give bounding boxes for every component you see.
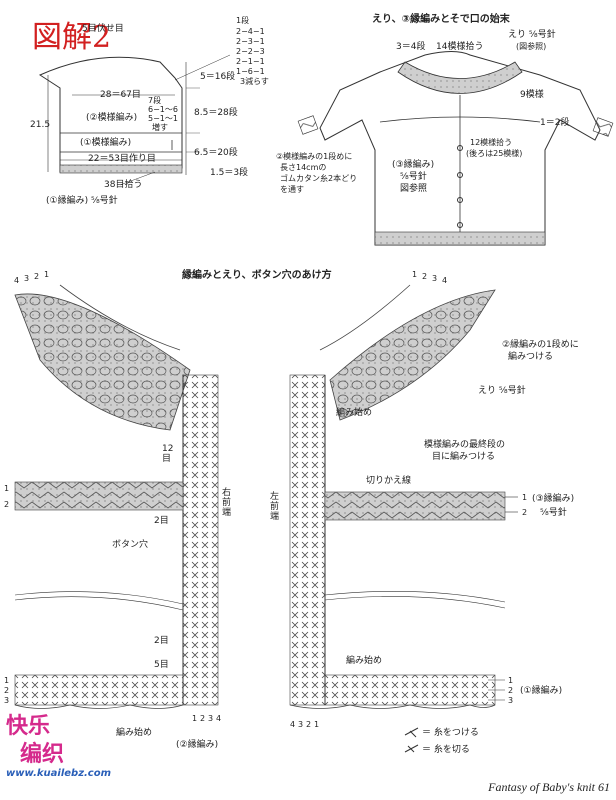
elastic-4: を通す [280, 185, 304, 194]
r-bnum-1: 1 [314, 720, 320, 729]
l-bnum-2: 2 [200, 714, 206, 723]
width-bottom: 22＝53目作り目 [88, 154, 156, 164]
pickup-label: 38目拾う [104, 180, 143, 190]
legend-join: ＝ 糸をつける [422, 728, 479, 738]
two-rows-b: 2目 [154, 636, 169, 646]
cut-line: 切りかえ線 [366, 476, 412, 486]
page-footer: Fantasy of Baby's knit 61 [488, 780, 610, 794]
dim-3: 6.5＝20段 [194, 148, 238, 158]
five-rows: 5目 [154, 660, 169, 670]
right-start: 編み始め [336, 408, 373, 418]
dim-1: 5＝16段 [200, 72, 236, 82]
pickup-12-sub: (後ろは25模様) [466, 149, 523, 158]
l-row-1: 1 [4, 484, 10, 493]
l-num-1: 1 [44, 270, 50, 279]
elastic-2: 長さ14cmの [280, 163, 327, 172]
l-num-3: 3 [24, 274, 30, 283]
pickup-top: 3＝4段 [396, 42, 426, 52]
l-bnum-4: 4 [216, 714, 222, 723]
left-front-label: 左前端 [270, 492, 280, 522]
border3-label: (③縁編み) [392, 160, 435, 170]
l-row-b3: 3 [4, 696, 10, 705]
r-row-b1: 1 [508, 676, 514, 685]
l-row-b2: 2 [4, 686, 10, 695]
legend-cut: ＝ 糸を切る [422, 745, 470, 755]
collar-label: えり ⅝号針 [478, 386, 526, 396]
left-start: 編み始め [116, 728, 153, 738]
page-title: 図解2 [32, 20, 112, 55]
r-num-2: 2 [422, 272, 428, 281]
yoke-inc-3: 5−1〜1 [148, 114, 178, 123]
sleeve-schematic [38, 54, 231, 186]
elastic-3: ゴムカタン糸2本どり [280, 174, 358, 183]
dec-5: 2−1−1 [236, 57, 265, 66]
height-total: 21.5 [30, 120, 51, 130]
top-right-title: えり、③縁編みとそで口の始末 [372, 14, 510, 25]
yoke-inc-1: 7段 [148, 96, 162, 105]
bottom-title: 縁編みとえり、ボタン穴のあけ方 [182, 270, 332, 281]
band-label: 1＝2段 [540, 118, 570, 128]
left-front-chart [289, 284, 518, 709]
r-bnum-2: 2 [306, 720, 312, 729]
yoke-pattern: (②模様編み) [86, 113, 138, 123]
r-num-3: 3 [432, 274, 438, 283]
r-row-b3: 3 [508, 696, 514, 705]
watermark-url: www.kuailebz.com [6, 768, 112, 779]
dec-4: 2−2−3 [236, 47, 265, 56]
r-bnum-3: 3 [298, 720, 304, 729]
collar-attach: ②縁編みの1段めに [502, 340, 579, 350]
pickup-12: 12模様拾う [470, 138, 513, 147]
l-bnum-1: 1 [192, 714, 198, 723]
buttonhole-label: ボタン穴 [112, 540, 149, 550]
elastic-1: ②模様編みの1段めに [276, 152, 353, 161]
border1-label: (①縁編み) [520, 686, 563, 696]
two-rows: 2目 [154, 516, 169, 526]
pattern-9: 9模様 [520, 90, 544, 100]
watermark-line2: 编织 [20, 742, 65, 767]
pickup-top2: 14模様拾う [436, 42, 484, 52]
right-front-chart [14, 284, 219, 709]
dim-2: 8.5＝28段 [194, 108, 238, 118]
border3-b: (③縁編み) [532, 494, 575, 504]
last-row-note: 模様編みの最終段の [424, 440, 506, 450]
l-bnum-3: 3 [208, 714, 214, 723]
edge-label: (①縁編み) ⅝号針 [46, 196, 118, 206]
dec-1: 1段 [236, 16, 250, 25]
r-num-1: 1 [412, 270, 418, 279]
l-row-2: 2 [4, 500, 10, 509]
l-num-4: 4 [14, 276, 20, 285]
r-row-b2: 2 [508, 686, 514, 695]
collar-sub: (図参照) [516, 42, 547, 51]
dec-2: 2−4−1 [236, 27, 265, 36]
l-row-b1: 1 [4, 676, 10, 685]
collar-note: えり ⅝号針 [508, 30, 556, 40]
legend-icons [404, 727, 419, 753]
rows-12: 12目 [162, 444, 174, 464]
start-b: 編み始め [346, 656, 383, 666]
collar-attach-2: 編みつける [508, 352, 554, 362]
r-num-4: 4 [442, 276, 448, 285]
last-row-note-2: 目に編みつける [432, 452, 496, 462]
right-front-label: 右前端 [222, 488, 232, 518]
needle3-b: ⅝号針 [540, 508, 567, 518]
dec-6: 1−6−1 [236, 67, 265, 76]
watermark-line1: 快乐 [6, 714, 51, 739]
dec-3: 2−3−1 [236, 37, 265, 46]
body-pattern: (①模様編み) [80, 138, 132, 148]
yoke-inc-2: 6−1〜6 [148, 105, 178, 114]
r-bnum-4: 4 [290, 720, 296, 729]
dim-4: 1.5＝3段 [210, 168, 249, 178]
r-row-2: 2 [522, 508, 528, 517]
cardigan-outline [297, 51, 614, 246]
needle-label: ⅝号針 [400, 172, 427, 182]
r-row-1: 1 [522, 493, 528, 502]
width-top: 28＝67目 [100, 90, 141, 100]
neck-label: 5目伏せ目 [82, 24, 124, 34]
edge2-label: (②縁編み) [176, 740, 219, 750]
l-num-2: 2 [34, 272, 40, 281]
see-fig: 図参照 [400, 184, 428, 194]
yoke-inc-4: 増す [152, 123, 168, 132]
dec-7: 3減らす [240, 77, 269, 86]
